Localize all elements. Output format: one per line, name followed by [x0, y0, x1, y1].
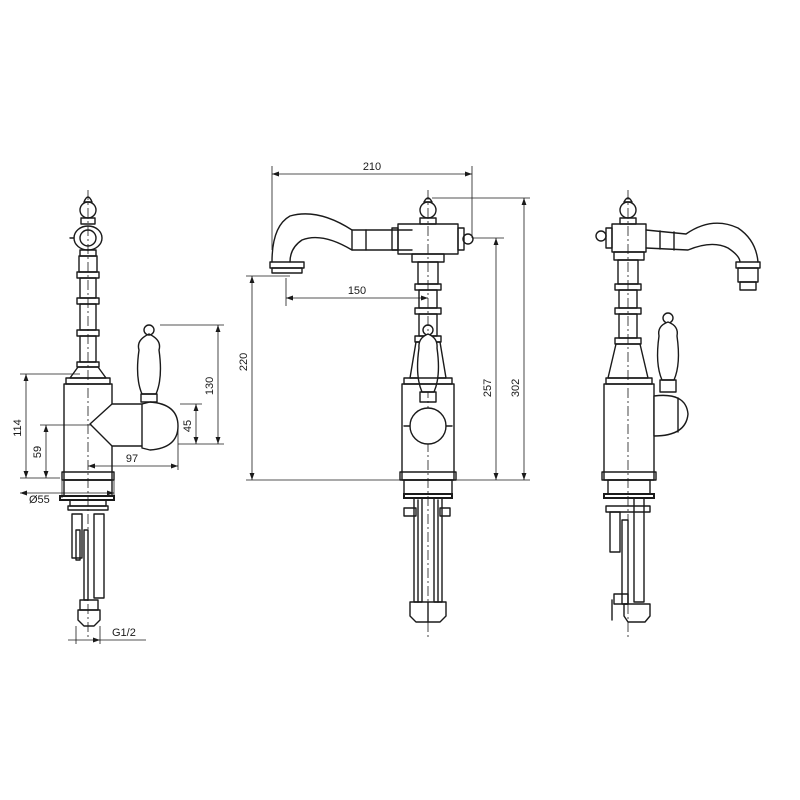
finial-right [595, 197, 647, 261]
lever-handle-left [89, 324, 179, 451]
front-view: 210 150 220 257 302 [238, 161, 530, 640]
dim-114-label: 114 [12, 419, 24, 437]
dim-130-label: 130 [204, 377, 216, 395]
dim-220-label: 220 [238, 353, 250, 371]
side-view-right [595, 190, 761, 640]
spout-right [645, 222, 761, 291]
dimensions-left [20, 324, 224, 644]
finial-left [69, 196, 103, 257]
dim-210-label: 210 [363, 161, 381, 173]
dim-g12-label: G1/2 [112, 627, 136, 639]
dim-59-label: 59 [32, 446, 44, 458]
mounting-left [59, 479, 115, 627]
side-view-left: 114 59 97 130 45 Ø55 G1/2 [12, 190, 224, 644]
spout-front [269, 213, 413, 274]
mounting-right [603, 479, 655, 623]
dim-257-label: 257 [482, 379, 494, 397]
mounting-front [403, 479, 453, 623]
dim-55-label: Ø55 [29, 494, 50, 506]
dim-45-label: 45 [182, 420, 194, 432]
dim-150-label: 150 [348, 285, 366, 297]
lever-right [653, 312, 689, 437]
dimensions-front [246, 166, 530, 481]
dim-97-label: 97 [126, 453, 138, 465]
body-right [601, 377, 657, 481]
dim-302-label: 302 [510, 379, 522, 397]
body-front [399, 377, 457, 481]
